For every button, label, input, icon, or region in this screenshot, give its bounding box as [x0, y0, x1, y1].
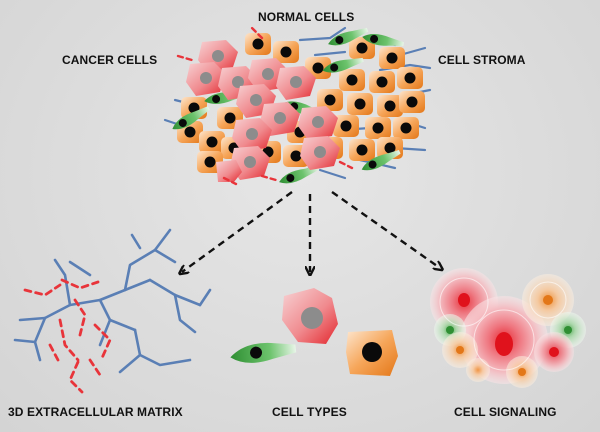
arrow-to-matrix — [182, 191, 293, 272]
arrows — [182, 191, 440, 272]
matrix-red-fibers — [23, 278, 112, 394]
stroma-cell-type — [230, 342, 297, 363]
arrow-to-signaling — [331, 191, 440, 268]
label-cell-stroma: CELL STROMA — [438, 53, 526, 67]
matrix-illustration — [13, 228, 212, 394]
cancer-cells — [186, 40, 340, 182]
label-cell-types: CELL TYPES — [272, 405, 347, 419]
label-normal-cells: NORMAL CELLS — [258, 10, 355, 24]
label-cancer-cells: CANCER CELLS — [62, 53, 158, 67]
cluster-red-fibers — [176, 26, 354, 186]
tissue-cluster — [163, 26, 432, 186]
cell-signaling-illustration — [430, 268, 586, 388]
label-cell-signaling: CELL SIGNALING — [454, 405, 557, 419]
label-3d-extracellular-matrix: 3D EXTRACELLULAR MATRIX — [8, 405, 183, 419]
matrix-blue-fibers — [13, 228, 212, 374]
cancer-cell-type — [282, 288, 338, 344]
cell-types-illustration — [230, 288, 398, 376]
normal-cell-type — [346, 330, 398, 376]
